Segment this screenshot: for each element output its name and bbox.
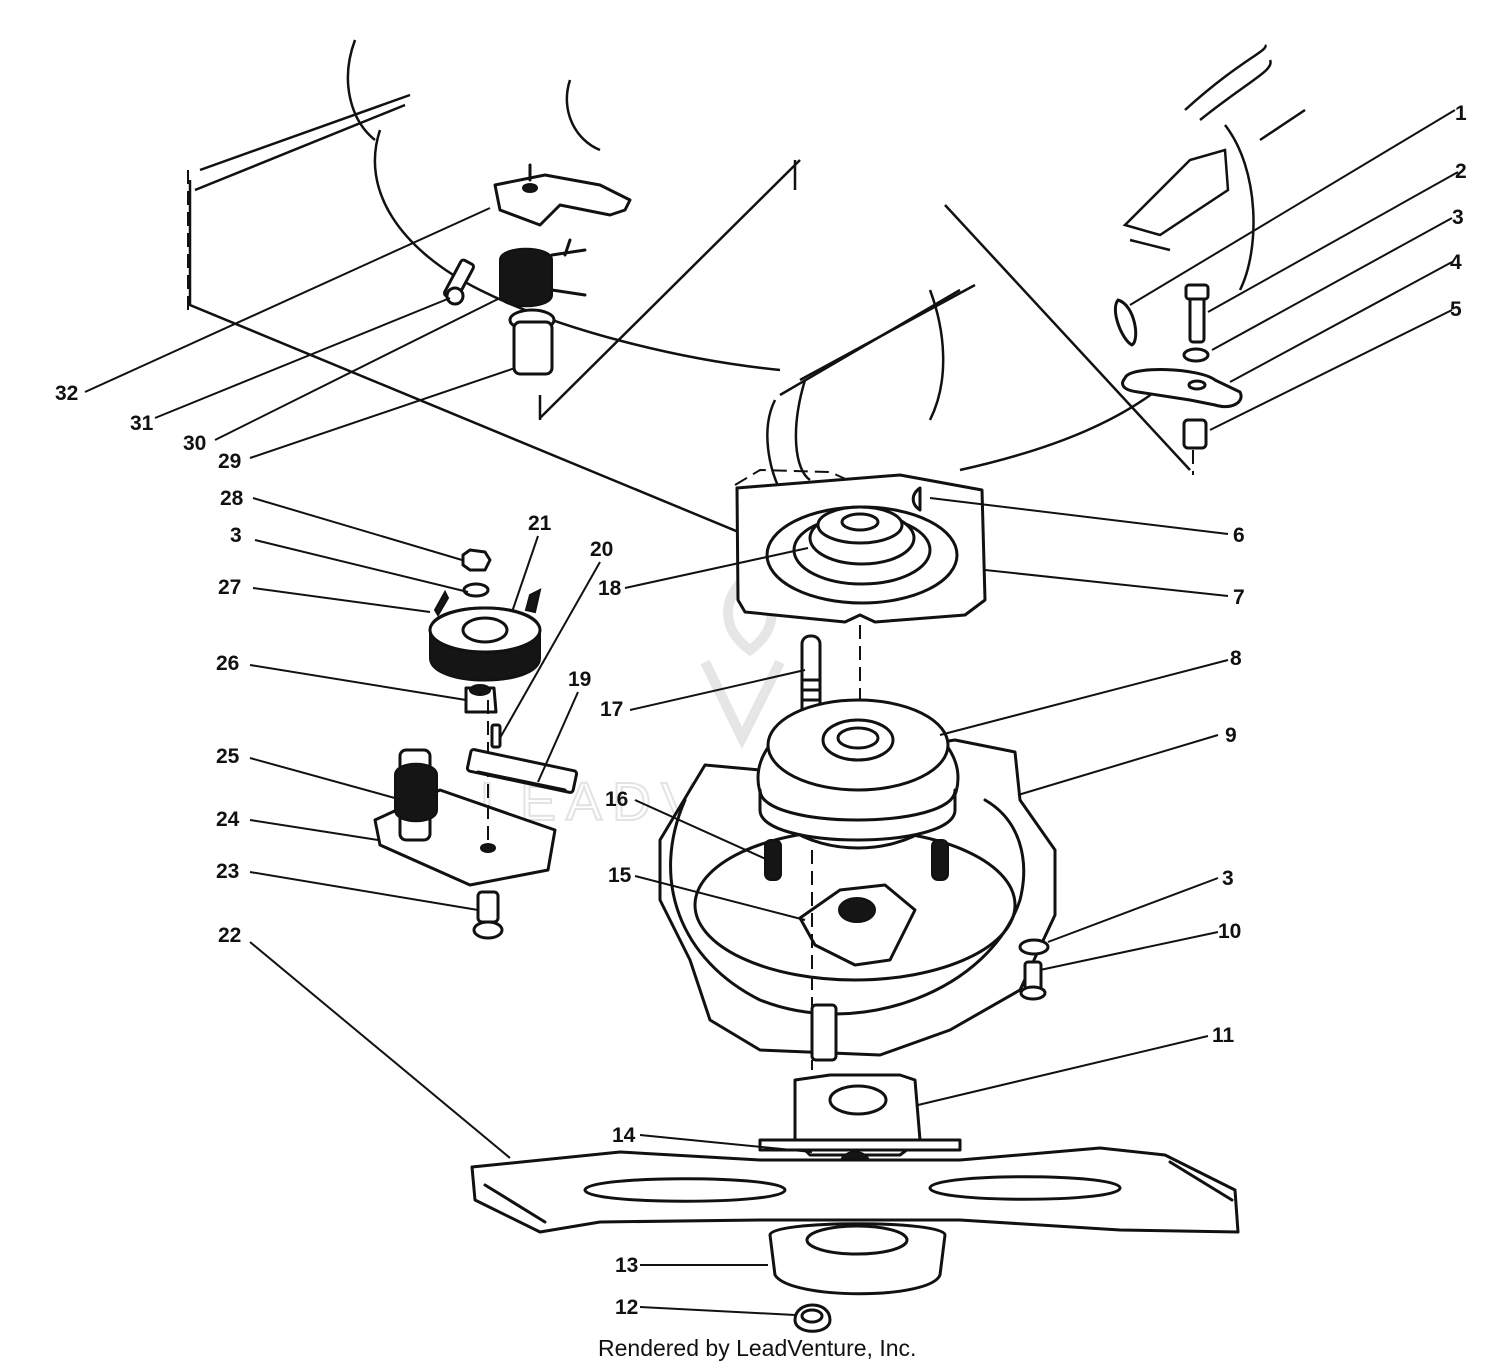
callout-label: 22 — [218, 924, 241, 947]
callout-label: 7 — [1233, 586, 1245, 609]
key-6 — [911, 486, 922, 512]
callout-label: 32 — [55, 382, 78, 405]
spacer-5 — [1182, 418, 1208, 450]
idler-arm — [493, 173, 632, 227]
callout-label: 21 — [528, 512, 552, 535]
nut-28 — [461, 548, 492, 572]
bolt-23 — [476, 890, 500, 924]
callout-label: 10 — [1218, 920, 1241, 943]
footer-credit: Rendered by LeadVenture, Inc. — [598, 1335, 916, 1361]
callout-label: 6 — [1233, 524, 1245, 547]
callout-label: 9 — [1225, 724, 1237, 747]
callout-label: 8 — [1230, 647, 1242, 670]
callout-label: 12 — [615, 1296, 638, 1319]
pad-16a — [764, 839, 782, 881]
callout-label: 2 — [1455, 160, 1467, 183]
plate-14 — [758, 1138, 962, 1152]
callout-label: 3 — [1222, 867, 1234, 890]
blade-cup-13 — [768, 1222, 947, 1296]
callout-label: 24 — [216, 808, 240, 831]
callout-label: 26 — [216, 652, 239, 675]
hairpin-clip — [1113, 298, 1138, 347]
callout-label: 29 — [218, 450, 241, 473]
callout-label: 19 — [568, 668, 591, 691]
callout-label: 27 — [218, 576, 241, 599]
callout-label: 1 — [1455, 102, 1467, 125]
blade-22 — [470, 1146, 1240, 1234]
idler-pulley-stack — [428, 548, 542, 714]
callout-label: 23 — [216, 860, 239, 883]
torsion-spring — [499, 247, 553, 308]
belt-cover-plate — [735, 473, 987, 624]
callout-label: 16 — [605, 788, 628, 811]
callout-label: 3 — [230, 524, 242, 547]
pad-16b — [931, 839, 949, 881]
right-arm-assembly — [1113, 283, 1243, 475]
washer-3 — [1182, 347, 1210, 363]
blade-retainer — [768, 1222, 947, 1333]
callout-label: 15 — [608, 864, 632, 887]
callout-label: 13 — [615, 1254, 638, 1277]
callout-label: 5 — [1450, 298, 1462, 321]
callout-label: 30 — [183, 432, 206, 455]
pivot-assembly — [442, 163, 632, 376]
arm-4 — [1121, 368, 1243, 408]
spring-25 — [394, 762, 438, 823]
blade-adapter — [758, 1073, 962, 1173]
spindle-housing — [658, 698, 1057, 1070]
housing-hardware — [1018, 938, 1050, 1001]
bearing-plate-15 — [798, 883, 917, 967]
callout-label: 11 — [1212, 1024, 1235, 1047]
callout-label: 28 — [220, 487, 244, 510]
idler-bracket — [373, 700, 579, 940]
callout-label: 18 — [598, 577, 622, 600]
leader-lines — [84, 109, 1459, 1316]
mower-deck-outline — [187, 39, 1306, 547]
callout-label: 14 — [612, 1124, 636, 1147]
callout-label: 4 — [1450, 251, 1462, 274]
callout-label: 31 — [130, 412, 154, 435]
mower-blade — [470, 1146, 1240, 1234]
washer-3-right — [1018, 938, 1050, 956]
spacer-tube — [512, 320, 554, 376]
callout-label: 25 — [216, 745, 240, 768]
screw-20 — [490, 723, 502, 749]
washer-3-left — [462, 582, 490, 598]
callout-label: 3 — [1452, 206, 1464, 229]
callout-label: 17 — [600, 698, 623, 721]
callout-label: 20 — [590, 538, 613, 561]
callout-labels: 1 2 3 4 5 6 7 8 9 3 10 11 12 13 14 15 16… — [55, 102, 1467, 1319]
